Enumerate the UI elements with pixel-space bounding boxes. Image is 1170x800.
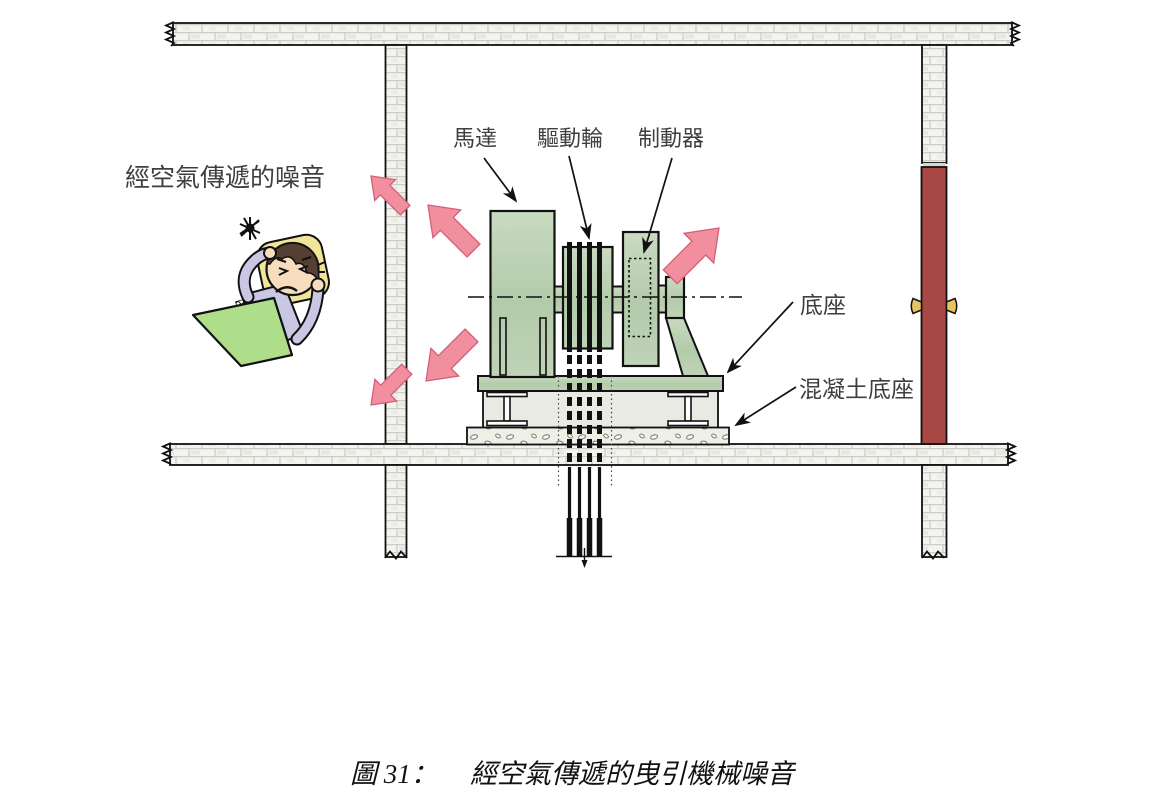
diagram-labels: 經空氣傳遞的噪音 馬達 驅動輪 制動器 底座 混凝土底座 [125,126,914,402]
figure-title: 經空氣傳遞的曳引機械噪音 [470,759,797,789]
machine-base-label: 底座 [800,292,846,318]
machine-base-assembly [466,375,730,446]
rope-direction-arrow-icon [581,560,588,568]
right-hand [310,277,326,293]
face-features [275,256,326,293]
base-leader-arrow [726,301,794,374]
door-leaf [920,166,948,445]
left-hand [263,246,277,260]
door-lintel [922,163,946,168]
isolation-i-beam-right [667,391,709,427]
motor-body [489,209,556,379]
noise-arrow-upper-icon [413,190,489,266]
figure-number: 圖 31： [350,759,438,789]
right-arm [292,284,323,344]
isolation-i-beam-left [486,391,528,427]
door-wall-upper [921,44,948,164]
sheave-leader-arrow [568,155,592,240]
ceiling-slab [172,22,1013,46]
annoyance-scribble-icon [239,217,261,240]
figure-caption: 圖 31： 經空氣傳遞的曳引機械噪音 [350,759,797,789]
concrete-base-leader-arrow [734,386,797,427]
bearing-support-leg [664,317,710,377]
sleeping-person [191,217,330,368]
noise-arrow-lower-icon [411,320,487,396]
brake-leader-arrow [642,157,673,254]
door-wall-below-floor [921,464,948,558]
motor-foot-right [539,317,547,376]
airborne-noise-label: 經空氣傳遞的噪音 [125,164,325,192]
leader-lines [483,155,797,427]
drive-sheave-label: 驅動輪 [537,126,603,151]
brake-label: 制動器 [638,126,704,151]
wall-break-marks [160,21,1022,560]
door-knob-right-icon [945,297,958,315]
concrete-base-label: 混凝土底座 [799,376,914,402]
blanket [191,296,294,368]
door-knob-left-icon [910,297,923,315]
machine-room-door [910,166,958,445]
building-structure [160,21,1022,560]
motor-foot-left [499,317,507,376]
motor-leader-arrow [483,157,518,203]
reference-lines [468,296,742,488]
motor-label: 馬達 [453,126,497,151]
brake-body [621,230,660,368]
partition-wall-below-floor [384,464,408,558]
